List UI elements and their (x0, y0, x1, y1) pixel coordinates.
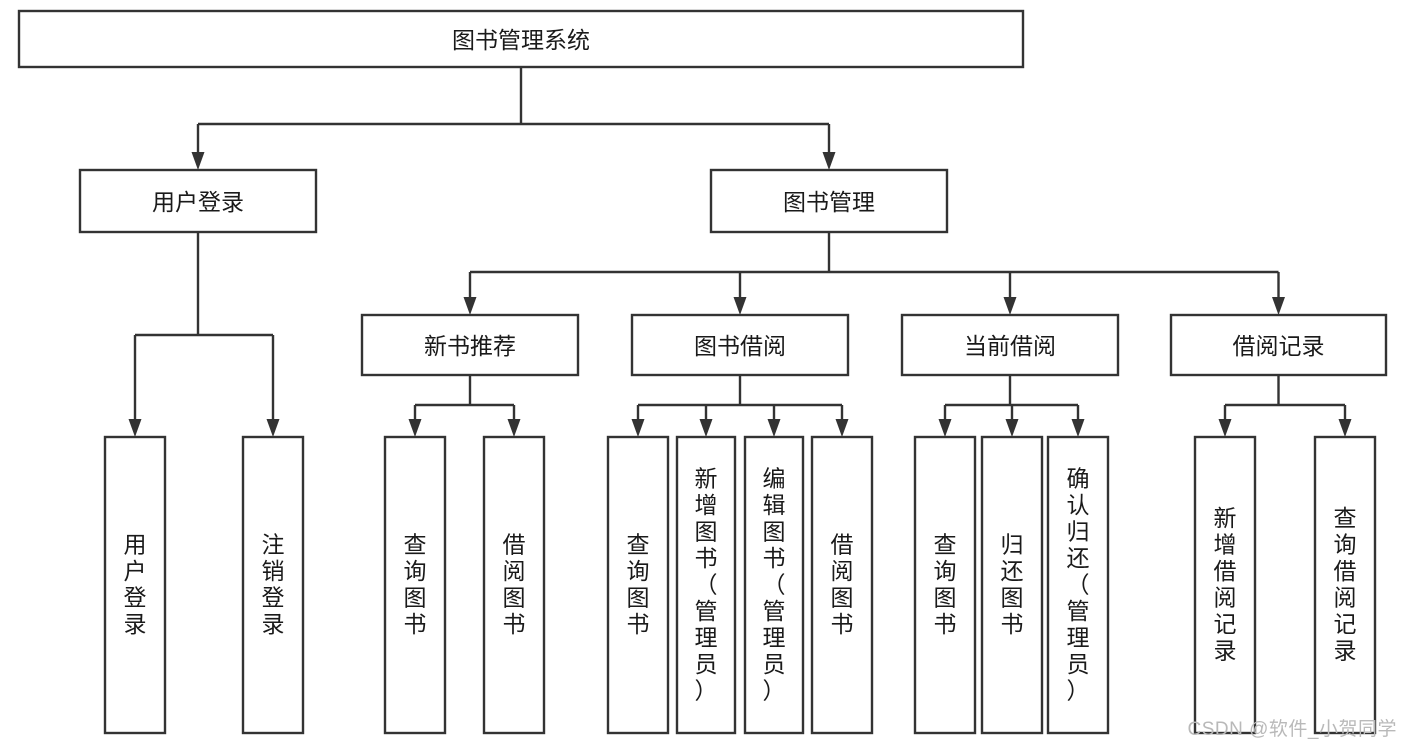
node-box-leaf-add-book-admin[interactable] (675, 435, 737, 735)
node-label-book-manage: 图书管理 (783, 189, 875, 215)
node-box-borrow-record[interactable] (1169, 313, 1388, 377)
connector-layer (128, 67, 1352, 437)
connector-borrow-record-to-leaves (1218, 375, 1352, 437)
node-leaf-return-book[interactable]: 归还图书 (980, 435, 1044, 735)
node-leaf-query-book-current[interactable]: 查询图书 (913, 435, 977, 735)
node-label-leaf-query-book-recommend: 查询图书 (404, 532, 427, 638)
node-leaf-query-book-borrow[interactable]: 查询图书 (606, 435, 670, 735)
node-box-leaf-borrow-book-recommend[interactable] (482, 435, 546, 735)
node-box-leaf-query-borrow-record[interactable] (1313, 435, 1377, 735)
node-leaf-borrow-book-recommend[interactable]: 借阅图书 (482, 435, 546, 735)
node-borrow-record[interactable]: 借阅记录 (1169, 313, 1388, 377)
node-box-book-borrow[interactable] (630, 313, 850, 377)
node-box-leaf-return-book[interactable] (980, 435, 1044, 735)
node-root[interactable]: 图书管理系统 (17, 9, 1025, 69)
node-leaf-edit-book-admin[interactable]: 编辑图书（管理员） (743, 435, 805, 735)
node-current-borrow[interactable]: 当前借阅 (900, 313, 1120, 377)
node-leaf-add-book-admin[interactable]: 新增图书（管理员） (675, 435, 737, 735)
node-label-current-borrow: 当前借阅 (964, 333, 1056, 359)
node-box-root[interactable] (17, 9, 1025, 69)
node-box-leaf-borrow-book[interactable] (810, 435, 874, 735)
node-box-book-manage[interactable] (709, 168, 949, 234)
node-box-leaf-confirm-return-admin[interactable] (1046, 435, 1110, 735)
node-leaf-add-borrow-record[interactable]: 新增借阅记录 (1193, 435, 1257, 735)
connector-root-to-level2 (191, 67, 836, 170)
connector-book-manage-to-level3 (463, 232, 1285, 315)
node-box-new-book-recommend[interactable] (360, 313, 580, 377)
connector-book-borrow-to-leaves (631, 375, 849, 437)
node-label-leaf-add-borrow-record: 新增借阅记录 (1214, 505, 1237, 664)
node-box-user-login[interactable] (78, 168, 318, 234)
node-layer: 图书管理系统用户登录图书管理新书推荐图书借阅当前借阅借阅记录用户登录注销登录查询… (17, 9, 1388, 735)
node-leaf-query-borrow-record[interactable]: 查询借阅记录 (1313, 435, 1377, 735)
node-leaf-logout-login[interactable]: 注销登录 (241, 435, 305, 735)
node-label-leaf-confirm-return-admin: 确认归还（管理员） (1067, 465, 1090, 703)
node-book-borrow[interactable]: 图书借阅 (630, 313, 850, 377)
node-box-leaf-query-book-current[interactable] (913, 435, 977, 735)
node-label-leaf-query-borrow-record: 查询借阅记录 (1334, 505, 1357, 664)
connector-new-book-recommend-to-leaves (408, 375, 521, 437)
node-book-manage[interactable]: 图书管理 (709, 168, 949, 234)
node-label-new-book-recommend: 新书推荐 (424, 333, 516, 359)
node-box-current-borrow[interactable] (900, 313, 1120, 377)
node-label-leaf-query-book-current: 查询图书 (934, 532, 957, 638)
node-label-leaf-user-login: 用户登录 (124, 532, 147, 638)
node-leaf-confirm-return-admin[interactable]: 确认归还（管理员） (1046, 435, 1110, 735)
node-box-leaf-user-login[interactable] (103, 435, 167, 735)
node-box-leaf-add-borrow-record[interactable] (1193, 435, 1257, 735)
node-leaf-borrow-book[interactable]: 借阅图书 (810, 435, 874, 735)
node-label-leaf-logout-login: 注销登录 (262, 532, 285, 638)
node-label-user-login: 用户登录 (152, 189, 244, 215)
node-label-leaf-edit-book-admin: 编辑图书（管理员） (763, 465, 786, 703)
node-label-book-borrow: 图书借阅 (694, 333, 786, 359)
node-label-leaf-borrow-book: 借阅图书 (831, 532, 854, 638)
node-label-leaf-return-book: 归还图书 (1001, 532, 1024, 638)
node-label-leaf-borrow-book-recommend: 借阅图书 (503, 532, 526, 638)
node-label-leaf-query-book-borrow: 查询图书 (627, 532, 650, 638)
node-new-book-recommend[interactable]: 新书推荐 (360, 313, 580, 377)
node-box-leaf-query-book-recommend[interactable] (383, 435, 447, 735)
node-label-leaf-add-book-admin: 新增图书（管理员） (695, 465, 718, 703)
node-label-root: 图书管理系统 (452, 27, 590, 53)
connector-user-login-to-leaves (128, 232, 280, 437)
connector-current-borrow-to-leaves (938, 375, 1085, 437)
node-box-leaf-query-book-borrow[interactable] (606, 435, 670, 735)
node-user-login[interactable]: 用户登录 (78, 168, 318, 234)
node-box-leaf-edit-book-admin[interactable] (743, 435, 805, 735)
node-leaf-user-login[interactable]: 用户登录 (103, 435, 167, 735)
node-label-borrow-record: 借阅记录 (1233, 333, 1325, 359)
node-box-leaf-logout-login[interactable] (241, 435, 305, 735)
node-leaf-query-book-recommend[interactable]: 查询图书 (383, 435, 447, 735)
